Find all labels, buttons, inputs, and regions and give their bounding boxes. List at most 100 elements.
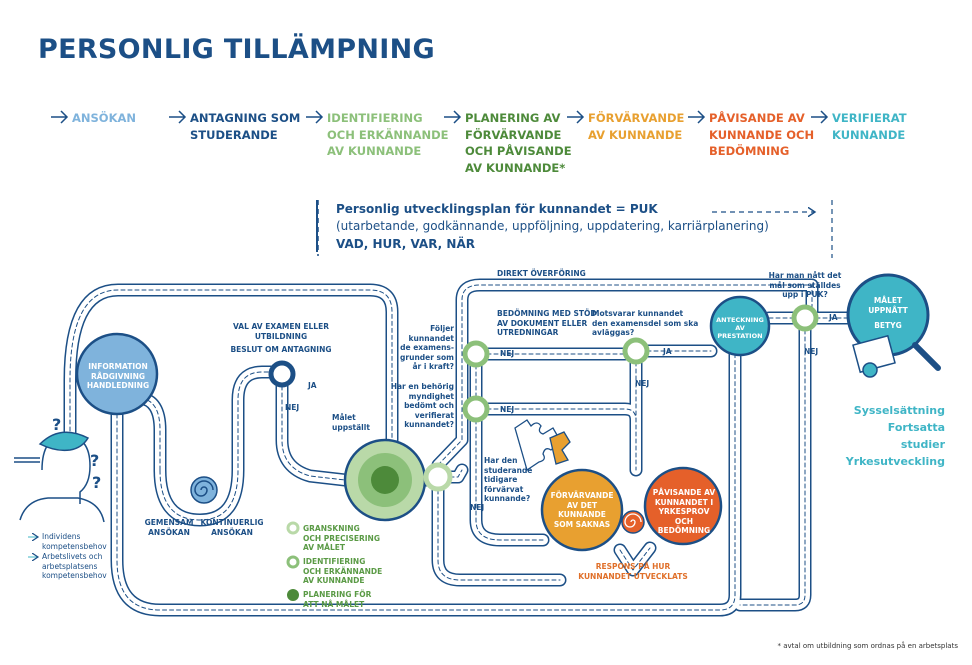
puk-questions: VAD, HUR, VAR, NÄR: [336, 237, 475, 251]
stage-arrow-icon: [444, 110, 462, 124]
goal-check-node: [791, 304, 819, 332]
legend-dot-1: [286, 521, 300, 535]
joint-application-label: GEMENSAM ANSÖKAN: [144, 518, 194, 537]
need-individual: Individens kompetensbehov: [42, 532, 107, 551]
nej-label-3: NEJ: [500, 405, 515, 414]
authority-node: [462, 395, 490, 423]
stage-arrow-icon: [51, 110, 69, 124]
road-segment: [475, 419, 544, 541]
page-title: PERSONLIG TILLÄMPNING: [38, 34, 435, 65]
stage-arrow-icon: [811, 110, 829, 124]
assessment-docs-label: BEDÖMNING MED STÖD AV DOKUMENT ELLER UTR…: [497, 309, 597, 337]
road-segment: [153, 365, 289, 527]
legend-review: GRANSKNING OCH PRECISERING AV MÅLET: [303, 524, 380, 552]
stage-6: PÅVISANDE AV KUNNANDE OCH BEDÖMNING: [687, 110, 814, 160]
legend-plan: PLANERING FÖR ATT NÅ MÅLET: [303, 590, 372, 609]
goal-handle: [912, 342, 941, 371]
road-segment: [735, 325, 810, 610]
stage-5: FÖRVÄRVANDE AV KUNNANDE: [566, 110, 684, 143]
stage-label: IDENTIFIERING OCH ERKÄNNANDE AV KUNNANDE: [327, 111, 449, 158]
legend-dot-3: [287, 589, 299, 601]
acquire-circle: [540, 468, 624, 552]
stage-label: ANSÖKAN: [72, 111, 137, 125]
stage-2: ANTAGNING SOM STUDERANDE: [168, 110, 300, 143]
acquire-label: FÖRVÄRVANDE AV DET KUNNANDE SOM SAKNAS: [550, 491, 614, 529]
record-circle: [709, 295, 771, 357]
nej-label-6: NEJ: [804, 347, 819, 356]
road-segment: [155, 367, 287, 525]
review-node: [423, 462, 453, 492]
stage-1: ANSÖKAN: [50, 110, 136, 127]
exam-choice-label: VAL AV EXAMEN ELLER UTBILDNING: [233, 322, 329, 341]
nej-label-5: NEJ: [635, 379, 650, 388]
road-segment: [159, 371, 283, 521]
road-segment: [437, 489, 561, 581]
diploma-icon: [852, 334, 896, 374]
ja-label-2: JA: [663, 347, 672, 356]
stage-arrow-icon: [169, 110, 187, 124]
stage-7: VERIFIERAT KUNNANDE: [810, 110, 907, 143]
outcome-career-development: Yrkesutveckling: [845, 455, 945, 468]
outcome-employment: Sysselsättning: [853, 404, 945, 417]
road-segment: [733, 323, 812, 612]
nej-label-1: NEJ: [285, 403, 300, 412]
stage-label: PLANERING AV FÖRVÄRVANDE OCH PÅVISANDE A…: [465, 111, 572, 175]
feedback-label: RESPONS PÅ HUR KUNNANDET UTVECKLATS: [578, 562, 688, 581]
stage-label: FÖRVÄRVANDE AV KUNNANDE: [588, 111, 685, 142]
continuous-application-label: KONTINUERLIG ANSÖKAN: [200, 518, 264, 537]
admission-decision-label: BESLUT OM ANTAGNING: [230, 345, 332, 354]
outcomes-list: Sysselsättning Fortsatta studier Yrkesut…: [845, 402, 945, 470]
puk-subtitle: (utarbetande, godkännande, uppföljning, …: [336, 219, 769, 233]
puk-box: Personlig utvecklingsplan för kunnandet …: [316, 198, 836, 254]
seal-icon: [862, 362, 878, 378]
nej-label-2: NEJ: [500, 349, 515, 358]
info-circle-label: INFORMATION RÅDGIVNING HANDLEDNING: [86, 362, 150, 390]
road-segment: [281, 385, 346, 481]
goal-question: Har man nått det mål som ställdes upp i …: [768, 271, 842, 299]
demonstrate-label: PÅVISANDE AV KUNNANDET I YRKESPROV OCH B…: [652, 488, 716, 535]
direct-transfer-label: DIREKT ÖVERFÖRING: [497, 269, 586, 278]
road-segment: [69, 289, 393, 481]
road-segment: [449, 469, 463, 478]
ja-label-1: JA: [308, 381, 317, 390]
road-segment: [486, 408, 637, 421]
puk-title: Personlig utvecklingsplan för kunnandet …: [336, 202, 658, 216]
outcome-further-studies: Fortsatta studier: [887, 421, 945, 451]
road-segment: [116, 329, 736, 611]
spiral-icon: [194, 480, 214, 497]
ja-label-3: JA: [829, 313, 838, 322]
authority-question: Har en behörig myndighet bedömt och veri…: [390, 382, 454, 429]
exam-node: [268, 360, 296, 388]
person-illustration: [14, 431, 105, 523]
stage-label: ANTAGNING SOM STUDERANDE: [190, 111, 301, 142]
feedback-spiral-icon: [624, 513, 642, 528]
footnote: * avtal om utbildning som ordnas på en a…: [777, 642, 959, 650]
question-mark-2: ?: [90, 451, 99, 470]
stage-arrow-icon: [306, 110, 324, 124]
legend-dot-2: [286, 555, 300, 569]
goal-set-label: Målet uppställt: [332, 413, 370, 432]
road-segment: [437, 284, 813, 466]
demonstrate-circle: [643, 466, 723, 546]
need-workplace: Arbetslivets och arbetsplatsens kompeten…: [42, 552, 107, 580]
goal-circle-inner: [371, 466, 399, 494]
prior-question: Har den studerande tidigare förvärvat ku…: [484, 456, 533, 503]
road-segment: [739, 329, 806, 606]
grade-label: BETYG: [874, 321, 902, 330]
legend-identify: IDENTIFIERING OCH ERKÄNNANDE AV KUNNANDE: [303, 557, 383, 585]
stage-arrow-icon: [688, 110, 706, 124]
nej-label-4: NEJ: [470, 503, 485, 512]
match-question: Motsvarar kunnandet den examensdel som s…: [592, 309, 699, 337]
question-mark-1: ?: [52, 415, 61, 434]
puzzle-piece-icon: [549, 431, 571, 465]
stage-4: PLANERING AV FÖRVÄRVANDE OCH PÅVISANDE A…: [443, 110, 572, 176]
info-circle: [75, 332, 159, 416]
puk-dashed-bar: [316, 200, 318, 252]
goal-reached-label: MÅLET UPPNÅTT: [868, 296, 908, 315]
stage-arrow-icon: [567, 110, 585, 124]
match-node: [622, 337, 650, 365]
road-segment: [277, 381, 350, 485]
exam-basis-question: Följer kunnandet de examens- grunder som…: [400, 324, 454, 371]
question-mark-3: ?: [92, 473, 101, 492]
